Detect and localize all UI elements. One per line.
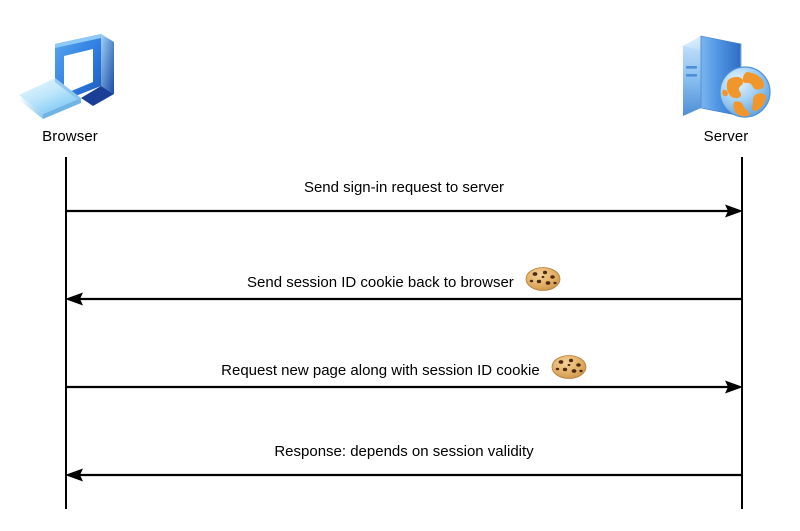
message-1-label: Send sign-in request to server <box>65 178 743 198</box>
message-3-label: Request new page along with session ID c… <box>65 354 743 386</box>
message-4[interactable]: Response: depends on session validity <box>65 442 743 482</box>
message-1-text: Send sign-in request to server <box>303 179 505 196</box>
message-2[interactable]: Send session ID cookie back to browser <box>65 266 743 306</box>
actor-browser[interactable]: Browser <box>0 22 140 146</box>
message-1-arrow-right <box>65 204 743 218</box>
message-3-arrow-right <box>65 380 743 394</box>
message-2-label: Send session ID cookie back to browser <box>65 266 743 298</box>
message-1[interactable]: Send sign-in request to server <box>65 178 743 218</box>
lifeline-server <box>741 157 743 509</box>
message-3-text: Request new page along with session ID c… <box>221 362 540 379</box>
actor-server[interactable]: Server <box>656 22 796 146</box>
message-4-arrow-left <box>65 468 743 482</box>
server-globe-icon <box>671 22 781 126</box>
actor-browser-label: Browser <box>42 128 98 145</box>
message-3[interactable]: Request new page along with session ID c… <box>65 354 743 394</box>
cookie-icon <box>551 354 587 386</box>
cookie-icon <box>525 266 561 298</box>
message-4-text: Response: depends on session validity <box>274 443 534 460</box>
message-2-text: Send session ID cookie back to browser <box>247 274 514 291</box>
message-2-arrow-left <box>65 292 743 306</box>
message-4-label: Response: depends on session validity <box>65 442 743 462</box>
lifeline-browser <box>65 157 67 509</box>
laptop-icon <box>15 22 125 126</box>
actor-server-label: Server <box>703 128 749 145</box>
